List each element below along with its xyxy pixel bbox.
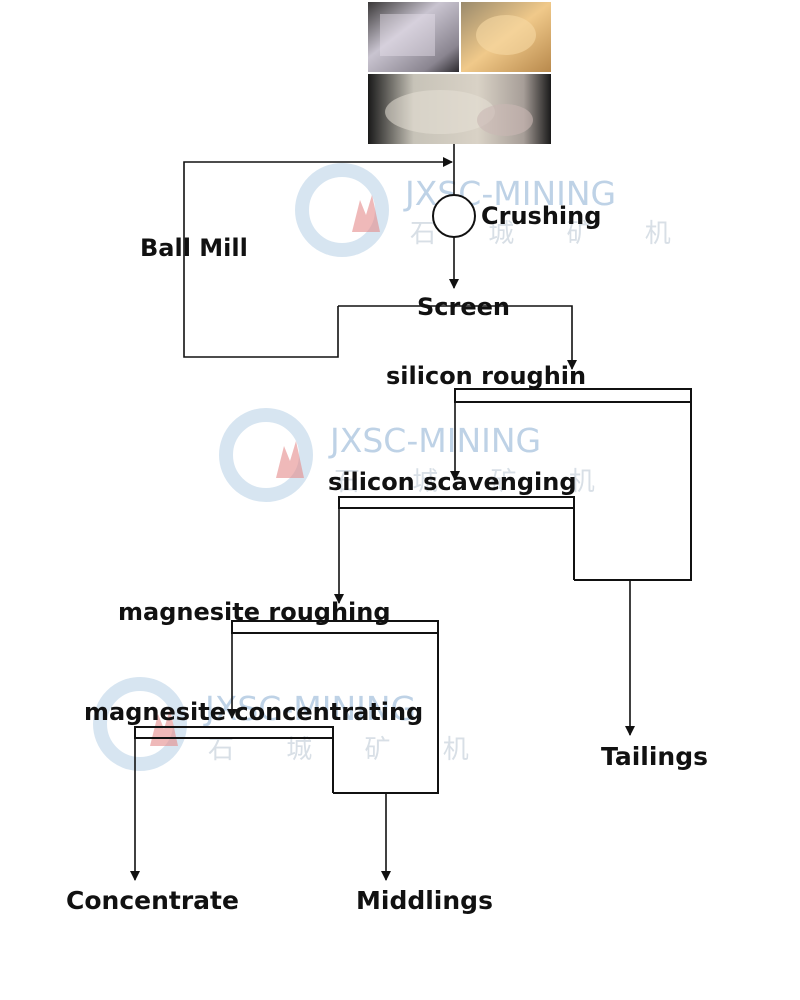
middlings-label: Middlings [356, 886, 493, 915]
ore-photos [368, 2, 551, 144]
watermark-logo-icon [352, 195, 380, 232]
silicon-roughing-label: silicon roughin [386, 362, 586, 390]
magnesite-roughing-label: magnesite roughing [118, 598, 391, 626]
magnesite-concentrating-label: magnesite concentrating [84, 698, 423, 726]
flow-lines [130, 144, 692, 881]
watermark-bottom: JXSC-MINING 石 城 矿 机 [93, 677, 491, 771]
watermark-text: JXSC-MINING [328, 421, 541, 460]
watermark-chinese: 石 城 矿 机 [208, 735, 491, 765]
watermark-middle: JXSC-MINING 石 城 矿 机 [219, 408, 617, 502]
ore-photo-1 [368, 2, 459, 72]
concentrate-label: Concentrate [66, 886, 239, 915]
crushing-node [432, 194, 476, 238]
silicon-scavenging-label: silicon scavenging [328, 468, 577, 496]
watermark-logo-icon [276, 441, 304, 478]
tailings-label: Tailings [601, 742, 708, 771]
watermark-chinese: 石 城 矿 机 [334, 467, 617, 497]
watermark-logo-icon [150, 709, 178, 746]
watermark-text: JXSC-MINING [203, 689, 416, 728]
crushing-label: Crushing [481, 202, 601, 230]
screen-label: Screen [417, 293, 510, 321]
ball-mill-label: Ball Mill [140, 234, 248, 262]
